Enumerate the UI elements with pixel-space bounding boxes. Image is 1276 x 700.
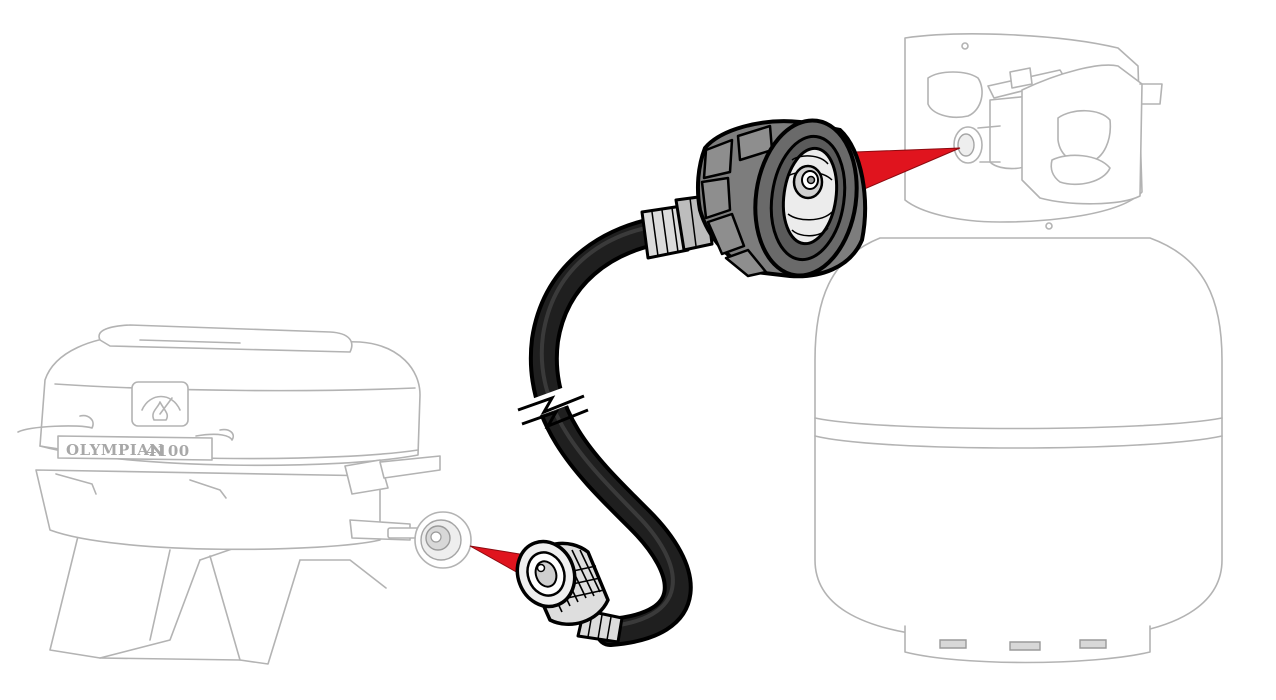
grill-front-handle-left bbox=[17, 414, 94, 433]
grill-base bbox=[35, 469, 381, 551]
collar-rivet-1 bbox=[961, 42, 969, 50]
tank-foot-slot-1 bbox=[939, 639, 967, 649]
grill-stand-mid bbox=[149, 539, 259, 641]
grill-latch-right bbox=[189, 479, 227, 499]
tank-coupling-nut bbox=[695, 118, 868, 279]
grill-latch-left bbox=[55, 473, 97, 495]
tank-foot-slot-3 bbox=[1079, 639, 1107, 649]
grill-quick-connect-fitting bbox=[515, 539, 610, 626]
tank-body bbox=[814, 237, 1223, 637]
grill-side-handle-bar bbox=[379, 455, 441, 479]
tank-valve-stem bbox=[1009, 67, 1033, 89]
portable-grill: OLYMPIAN 4100 bbox=[17, 324, 441, 665]
hose-sheen bbox=[539, 224, 675, 628]
grill-label-plate bbox=[57, 435, 213, 461]
tank-valve-outlet-thread bbox=[977, 125, 1001, 163]
grill-stand-bar bbox=[99, 657, 241, 661]
grill-regulator-inlet bbox=[414, 511, 472, 569]
grill-lid-top-slot bbox=[139, 339, 241, 344]
collar-hole-left bbox=[927, 71, 983, 119]
collar-front-hole-lower bbox=[1050, 154, 1111, 186]
grill-lid bbox=[39, 335, 421, 467]
thermometer-gauge-icon bbox=[131, 381, 189, 427]
break-zigzag-icon bbox=[517, 380, 589, 429]
tank-foot-slot-2 bbox=[1009, 641, 1041, 651]
thermometer-flame bbox=[152, 401, 169, 421]
coupling-grip-ribs bbox=[700, 124, 774, 278]
thermometer-needle bbox=[159, 397, 173, 415]
grill-front-handle-right bbox=[195, 428, 235, 441]
thermometer-dial-arc bbox=[141, 395, 181, 411]
grill-lid-top bbox=[98, 324, 353, 353]
propane-tank bbox=[814, 33, 1223, 664]
grill-stand-right bbox=[209, 555, 387, 665]
grill-lid-ridge bbox=[54, 383, 416, 392]
tank-seam-upper bbox=[814, 417, 1223, 430]
collar-rivet-4 bbox=[1045, 222, 1053, 230]
tank-valve-outlet-bore bbox=[957, 133, 975, 157]
grill-side-handle bbox=[344, 459, 389, 495]
hose-assembly bbox=[517, 194, 714, 647]
grill-model-label: 4100 bbox=[146, 442, 190, 460]
tank-seam-lower bbox=[814, 435, 1223, 449]
tank-collar-tab bbox=[1139, 83, 1163, 105]
grill-brand-label: OLYMPIAN bbox=[66, 441, 164, 459]
